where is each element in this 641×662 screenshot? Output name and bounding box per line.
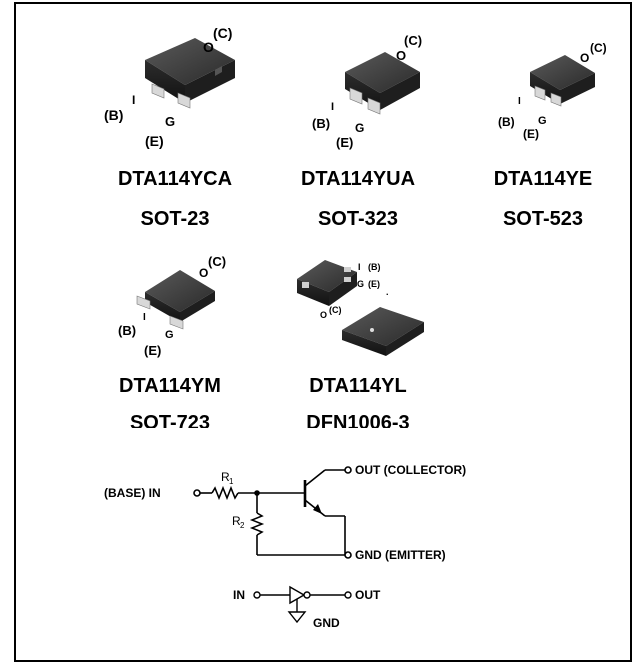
svg-text:.: .	[386, 287, 389, 297]
dfn1006-package-icon: (B) (E) (C) I G O .	[297, 260, 424, 356]
figure-frame	[14, 2, 632, 662]
svg-text:(B): (B)	[498, 115, 515, 129]
r1-subscript: 1	[229, 477, 234, 486]
svg-text:(E): (E)	[368, 279, 380, 289]
svg-text:(C): (C)	[590, 41, 607, 55]
r2-label: R	[232, 514, 241, 528]
svg-text:(C): (C)	[329, 305, 342, 315]
r1-label: R	[221, 470, 230, 484]
part-name-2: DTA114YUA	[300, 168, 416, 190]
svg-text:G: G	[355, 121, 364, 135]
logic-gnd-label: GND	[313, 616, 340, 630]
out-collector-label: OUT (COLLECTOR)	[355, 463, 466, 477]
part-name-4: DTA114YM	[119, 375, 221, 397]
svg-text:O: O	[199, 266, 208, 280]
svg-text:(E): (E)	[336, 135, 353, 150]
svg-text:(B): (B)	[368, 262, 381, 272]
package-type-1: SOT-23	[140, 208, 210, 230]
part-name-5: DTA114YL	[309, 375, 407, 397]
gnd-emitter-label: GND (EMITTER)	[355, 548, 446, 562]
svg-text:(C): (C)	[208, 254, 226, 269]
svg-text:I: I	[331, 101, 334, 113]
svg-text:(B): (B)	[118, 323, 136, 338]
package-type-5-clip: DFN1006-3	[283, 412, 433, 428]
svg-text:(B): (B)	[312, 116, 330, 131]
sot323-package-icon: (B) (E) (C) I G O	[312, 33, 422, 150]
svg-text:(C): (C)	[404, 33, 422, 48]
logic-out-label: OUT	[355, 588, 381, 602]
svg-text:G: G	[165, 329, 174, 341]
package-type-4-clip: SOT-723	[95, 412, 245, 428]
package-type-2: SOT-323	[317, 208, 399, 230]
svg-text:I: I	[518, 96, 521, 107]
svg-text:G: G	[538, 115, 547, 127]
svg-text:G: G	[165, 114, 175, 129]
part-name-1: DTA114YCA	[117, 168, 233, 190]
sot523-package-icon: (B) (E) (C) I G O	[498, 41, 607, 141]
svg-text:O: O	[320, 310, 327, 320]
base-label: (B)	[104, 107, 123, 123]
base-in-label: (BASE) IN	[104, 486, 161, 500]
package-type-3: SOT-523	[502, 208, 584, 230]
collector-label: (C)	[213, 25, 232, 41]
svg-text:O: O	[203, 39, 214, 55]
svg-text:O: O	[396, 48, 406, 63]
svg-text:I: I	[358, 262, 361, 272]
emitter-label: (E)	[145, 133, 164, 149]
package-type-5: DFN1006-3	[306, 412, 410, 428]
logic-in-label: IN	[233, 588, 245, 602]
svg-text:O: O	[580, 51, 589, 65]
part-name-3: DTA114YE	[493, 168, 593, 190]
sot723-package-icon: (B) (E) (C) I G O	[118, 254, 226, 358]
svg-text:(E): (E)	[523, 127, 539, 141]
svg-text:I: I	[132, 93, 135, 107]
svg-text:I: I	[143, 312, 146, 323]
svg-text:G: G	[357, 279, 364, 289]
package-type-4: SOT-723	[129, 412, 211, 428]
sot23-package-icon: (B) (E) (C) I G O	[104, 25, 235, 149]
svg-text:(E): (E)	[144, 343, 161, 358]
r2-subscript: 2	[240, 521, 245, 530]
